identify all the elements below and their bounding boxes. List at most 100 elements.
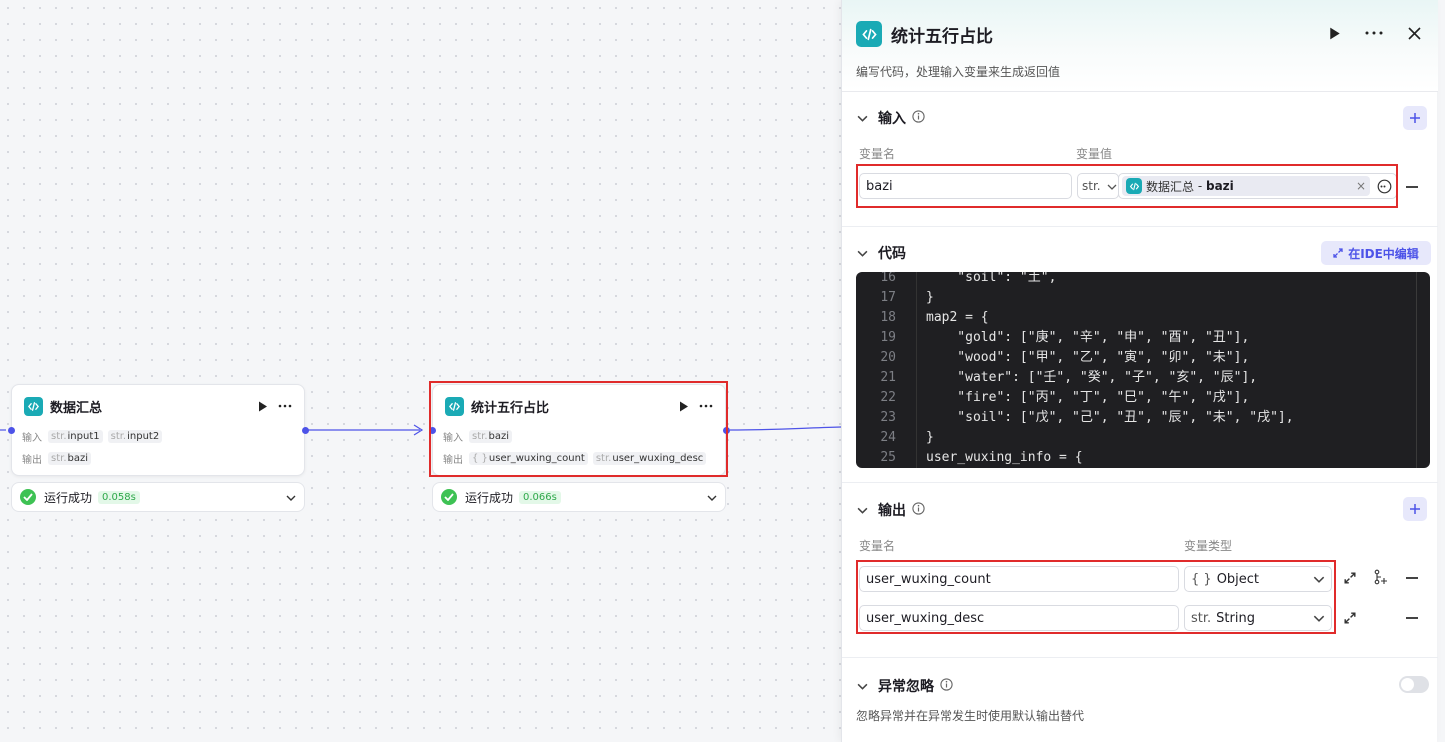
output-label: 输出 — [22, 455, 42, 466]
column-label: 变量类型 — [1184, 539, 1233, 553]
section-title: 输入 — [878, 111, 906, 127]
input-section-header[interactable]: 输入 — [857, 108, 925, 128]
check-circle-icon — [20, 489, 36, 505]
edge-lines — [0, 424, 841, 436]
type-label: Object — [1216, 571, 1260, 587]
status-text: 运行成功 — [44, 490, 93, 505]
output-tag: { }user_wuxing_count — [469, 452, 588, 465]
chevron-down-icon[interactable] — [857, 502, 868, 518]
section-title: 代码 — [878, 246, 906, 262]
expand-icon[interactable] — [1342, 570, 1358, 586]
minus-icon[interactable] — [1406, 617, 1418, 619]
code-icon — [1126, 178, 1142, 194]
code-line: 22 "fire": ["丙", "丁", "巳", "午", "戌"], — [880, 390, 1250, 405]
chevron-down-icon — [1313, 615, 1325, 622]
button-label: 在IDE中编辑 — [1348, 246, 1419, 261]
close-icon[interactable] — [1403, 22, 1425, 44]
panel-title: 统计五行占比 — [891, 27, 993, 47]
output-name-input[interactable]: user_wuxing_desc — [859, 605, 1179, 631]
type-prefix: { } — [1191, 571, 1212, 587]
code-line: 24} — [880, 430, 934, 445]
type-prefix: str. — [1191, 610, 1212, 626]
more-icon[interactable] — [1363, 22, 1385, 44]
type-label: str. — [1082, 179, 1101, 193]
node-title: 统计五行占比 — [471, 400, 550, 416]
run-status[interactable]: 运行成功 0.066s — [432, 482, 726, 512]
ref-node-name: 数据汇总 — [1146, 179, 1195, 194]
code-line: 16 "soil": "土", — [880, 272, 1057, 285]
code-line: 17} — [880, 290, 934, 305]
code-section-header[interactable]: 代码 — [857, 243, 906, 263]
chevron-down-icon — [1107, 179, 1117, 193]
input-tag: str.input2 — [107, 430, 163, 443]
section-title: 输出 — [878, 503, 906, 519]
output-section-header[interactable]: 输出 — [857, 500, 925, 520]
output-name-input[interactable]: user_wuxing_count — [859, 566, 1179, 592]
ref-separator: - — [1194, 179, 1206, 193]
expand-icon — [1333, 248, 1343, 258]
type-select[interactable]: str. — [1077, 173, 1119, 199]
settings-icon[interactable] — [1377, 179, 1392, 194]
chevron-down-icon[interactable] — [857, 110, 868, 126]
expand-icon[interactable] — [1342, 610, 1358, 626]
play-icon[interactable] — [254, 397, 272, 415]
minus-icon[interactable] — [1406, 186, 1418, 188]
exception-description: 忽略异常并在异常发生时使用默认输出替代 — [856, 709, 1085, 723]
plus-icon[interactable] — [1403, 106, 1427, 130]
output-tag: str.user_wuxing_desc — [592, 452, 707, 465]
exception-section-header[interactable]: 异常忽略 — [857, 676, 953, 696]
code-line: 19 "gold": ["庚", "辛", "申", "酉", "丑"], — [880, 330, 1250, 345]
plus-icon[interactable] — [1403, 497, 1427, 521]
more-icon[interactable] — [697, 397, 715, 415]
output-type-select[interactable]: str. String — [1184, 605, 1332, 631]
output-port[interactable] — [723, 427, 730, 434]
variable-reference[interactable]: 数据汇总 - bazi × — [1118, 173, 1397, 199]
add-child-icon[interactable] — [1373, 569, 1389, 585]
info-icon[interactable] — [912, 109, 925, 127]
column-label: 变量值 — [1076, 147, 1113, 161]
more-icon[interactable] — [276, 397, 294, 415]
clear-icon[interactable]: × — [1355, 179, 1366, 193]
minus-icon[interactable] — [1406, 577, 1418, 579]
run-status[interactable]: 运行成功 0.058s — [11, 482, 305, 512]
input-label: 输入 — [22, 433, 42, 444]
node-data-summary[interactable]: 数据汇总 输入 str.input1 str.input2 输出 str.baz… — [8, 384, 309, 476]
type-label: String — [1216, 610, 1255, 626]
input-port[interactable] — [8, 427, 15, 434]
play-icon[interactable] — [675, 397, 693, 415]
section-title: 异常忽略 — [878, 679, 934, 695]
column-label: 变量名 — [859, 539, 896, 553]
chevron-down-icon — [1313, 576, 1325, 583]
ref-variable: bazi — [1205, 179, 1234, 193]
code-line: 23 "soil": ["戊", "己", "丑", "辰", "未", "戌"… — [880, 410, 1294, 425]
play-icon[interactable] — [1324, 22, 1346, 44]
input-tag: str.bazi — [469, 430, 513, 443]
chevron-down-icon[interactable] — [286, 490, 296, 504]
info-icon[interactable] — [940, 677, 953, 695]
edit-in-ide-button[interactable]: 在IDE中编辑 — [1321, 241, 1431, 265]
chevron-down-icon[interactable] — [857, 678, 868, 694]
output-type-select[interactable]: { } Object — [1184, 566, 1332, 592]
check-circle-icon — [441, 489, 457, 505]
node-config-panel: 统计五行占比 编写代码，处理输入变量来生成返回值 输入 变量名 变量值 bazi… — [841, 0, 1438, 742]
exception-toggle[interactable] — [1399, 676, 1429, 693]
variable-name-input[interactable]: bazi — [859, 173, 1072, 199]
code-line: 20 "wood": ["甲", "乙", "寅", "卯", "未"], — [880, 350, 1250, 365]
chevron-down-icon[interactable] — [707, 490, 717, 504]
input-label: 输入 — [443, 433, 463, 444]
node-wuxing-ratio[interactable]: 统计五行占比 输入 str.bazi 输出 { }user_wuxing_cou… — [429, 384, 730, 476]
chevron-down-icon[interactable] — [857, 245, 868, 261]
output-label: 输出 — [443, 455, 463, 466]
panel-header: 统计五行占比 编写代码，处理输入变量来生成返回值 — [842, 0, 1438, 92]
status-text: 运行成功 — [465, 490, 514, 505]
column-label: 变量名 — [859, 147, 896, 161]
info-icon[interactable] — [912, 501, 925, 519]
output-port[interactable] — [302, 427, 309, 434]
code-icon — [24, 396, 43, 416]
duration-badge: 0.058s — [98, 490, 140, 504]
input-port[interactable] — [429, 427, 436, 434]
code-line: 21 "water": ["壬", "癸", "子", "亥", "辰"], — [880, 370, 1258, 385]
